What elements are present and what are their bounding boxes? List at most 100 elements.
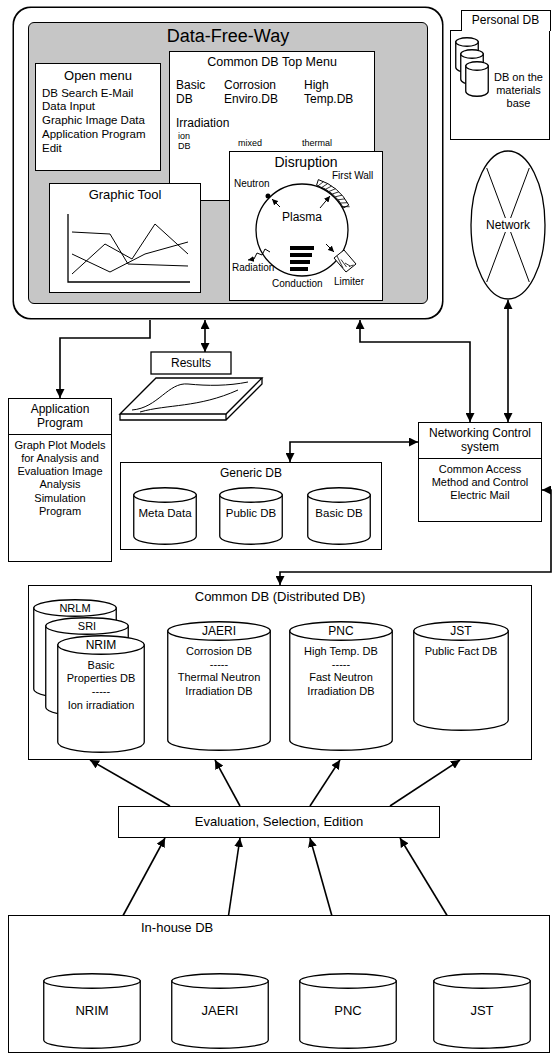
line-art [58,636,145,655]
node-text: Application Program [42,128,154,142]
line-art [248,249,270,260]
node-title: Personal DB [461,10,551,31]
illustration-label: Radiation [232,262,274,274]
connector-arrow [310,760,340,806]
line-art [334,250,356,272]
connector-arrow [204,320,206,352]
node-text: thermal [302,138,332,149]
line-art [349,265,354,267]
line-art [338,198,345,200]
illustration-label: First Wall [332,170,373,182]
database-group: In-house DB NRIM JAERI PNC JST [8,915,550,1053]
node-text: Basic DB [176,78,216,107]
line-art [120,378,262,420]
line-art [345,263,350,266]
database-cylinder: JAERI [171,973,269,1049]
node-title: Results [118,352,264,370]
node-title: Evaluation, Selection, Edition [119,807,439,836]
node-text: Corrosion Enviro.DB [224,78,298,107]
node-title: Graphic Tool [50,184,200,203]
cylinder-outline [308,488,371,545]
node-title: NRIM [45,1003,139,1019]
node-title: JST [435,1003,529,1019]
screen-window: Data-Free-WayOpen menuDB Search E-MailDa… [28,22,428,304]
database-cylinder: Meta Data [133,487,197,545]
node-title: Data-Free-Way [29,23,427,48]
line-art [168,622,271,641]
line-art [58,645,145,752]
line-art [434,974,531,989]
line-art [434,981,531,1048]
database-cylinder: JSTPublic Fact DB [413,621,509,731]
line-art [466,62,489,71]
node-title: Network [484,218,532,232]
illustration-label: Neutron [234,178,270,190]
line-art [300,981,397,1048]
line-art [341,202,348,203]
line-art [326,186,332,189]
illustration-label: Conduction [272,278,323,290]
node-title: Common DB Top Menu [170,55,374,70]
node-text: Common Access Method and Control Electri… [419,459,541,507]
line-art [337,256,343,268]
line-art [120,378,262,414]
node-title: Application Program [9,399,111,435]
node-text: Basic Properties DB [61,659,141,685]
line-art [68,214,190,282]
line-art [46,618,129,635]
node-text: Public Fact DB [417,645,505,658]
database-group: Common DB (Distributed DB)NRLMSRINRIMBas… [28,585,532,760]
line-art [320,196,330,208]
node-title: Open menu [42,68,154,84]
line-art [318,182,323,186]
line-art [34,600,117,617]
database-cylinder: JAERICorrosion DB-----Thermal Neutron Ir… [167,621,271,751]
line-art [332,192,339,194]
illustration-label: Plasma [280,210,324,224]
line-art [290,260,310,264]
line-art [72,242,188,272]
node-title: PNC [289,621,393,641]
cylinder-outline [300,974,397,1048]
line-art [414,631,509,730]
line-art [414,622,509,641]
node-text: High Temp.DB [304,78,368,107]
cylinder-outline [290,622,393,751]
node-title: SRI [45,617,129,635]
line-art [220,488,283,503]
node-text: Data Input [42,100,154,114]
node-text: DB on the materials base [451,31,549,115]
node-text: ----- [293,658,389,671]
database-group: Generic DBMeta DataPublic DBBasic DB [120,462,382,550]
cylinder-outline [414,622,509,731]
cylinder-outline [434,974,531,1048]
line-art [72,224,188,274]
line-art [343,206,350,207]
network-ellipse: Network [470,150,546,300]
connector-arrow [215,760,240,806]
node-title: NRIM [57,635,145,655]
node-title: PNC [301,1003,395,1019]
database-cylinder: Basic DB [307,487,371,545]
line-art [290,622,393,641]
line-art [140,390,238,412]
node-title: In-house DB [141,920,213,936]
connector-arrow [360,320,470,422]
node-text: Ion irradiation [61,699,141,712]
node-title: JAERI [173,1003,267,1019]
process-box: Networking Control systemCommon Access M… [418,422,542,522]
node-text: ----- [61,685,141,698]
node-title: Meta Data [135,507,195,521]
database-cylinder: PNC [299,973,397,1049]
menu-box: Open menuDB Search E-MailData InputGraph… [35,63,161,171]
results-tray: Results [118,352,264,424]
node-title: Generic DB [121,463,381,480]
line-art [326,244,334,252]
line-art [335,195,342,197]
line-art [456,38,479,47]
line-art [44,974,141,989]
line-art [172,974,269,989]
line-art [72,232,188,266]
connector-arrow [90,760,170,806]
